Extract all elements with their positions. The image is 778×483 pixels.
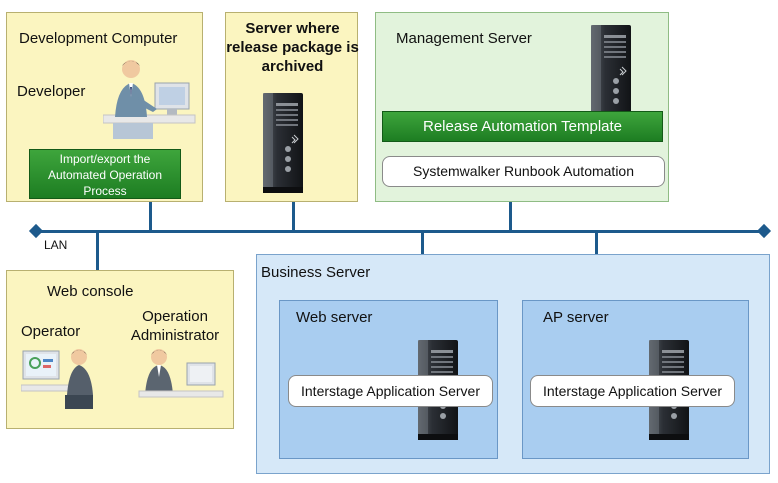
ap-server-interstage-label: Interstage Application Server bbox=[543, 383, 722, 399]
archive-server-icon bbox=[261, 91, 305, 195]
lan-label: LAN bbox=[44, 238, 68, 252]
operation-administrator-label: Operation Administrator bbox=[130, 308, 220, 344]
archive-server-title: Server where release package is archived bbox=[226, 20, 359, 75]
development-computer-title: Development Computer bbox=[19, 30, 178, 47]
link-archive bbox=[292, 200, 295, 231]
ap-server-panel: AP server Interstage Application Server bbox=[522, 300, 749, 459]
developer-label: Developer bbox=[17, 83, 86, 100]
operator-label: Operator bbox=[21, 323, 81, 340]
developer-illustration-icon bbox=[103, 60, 196, 139]
lan-right-end bbox=[756, 223, 772, 239]
release-automation-template-label: Release Automation Template bbox=[422, 118, 622, 135]
business-server-panel: Business Server Web server Interstage Ap… bbox=[256, 254, 770, 474]
web-server-interstage-button[interactable]: Interstage Application Server bbox=[288, 375, 493, 407]
management-server-title: Management Server bbox=[396, 30, 532, 47]
web-server-title: Web server bbox=[296, 309, 373, 326]
business-server-title: Business Server bbox=[261, 264, 371, 281]
import-export-process-label: Import/export the Automated Operation Pr… bbox=[47, 152, 163, 198]
lan-backbone bbox=[36, 230, 764, 233]
import-export-process-button[interactable]: Import/export the Automated Operation Pr… bbox=[29, 149, 181, 199]
archive-server-panel: Server where release package is archived bbox=[225, 12, 359, 202]
development-computer-panel: Development Computer Developer Import/ex… bbox=[6, 12, 203, 202]
web-console-title: Web console bbox=[47, 283, 134, 300]
runbook-automation-button[interactable]: Systemwalker Runbook Automation bbox=[382, 156, 665, 187]
release-automation-template-button[interactable]: Release Automation Template bbox=[382, 111, 663, 142]
link-webconsole bbox=[96, 231, 99, 271]
lan-left-end bbox=[28, 223, 44, 239]
link-dev bbox=[149, 200, 152, 231]
runbook-automation-label: Systemwalker Runbook Automation bbox=[413, 163, 634, 179]
web-console-panel: Web console Operator Operation Administr… bbox=[6, 270, 234, 429]
management-server-panel: Management Server Release Automation Tem… bbox=[375, 12, 669, 202]
web-server-panel: Web server Interstage Application Server bbox=[279, 300, 498, 459]
operator-illustration-icon bbox=[21, 349, 93, 409]
web-server-interstage-label: Interstage Application Server bbox=[301, 383, 480, 399]
link-mgmt bbox=[509, 202, 512, 231]
ap-server-title: AP server bbox=[543, 309, 609, 326]
administrator-illustration-icon bbox=[138, 349, 224, 398]
ap-server-interstage-button[interactable]: Interstage Application Server bbox=[530, 375, 735, 407]
